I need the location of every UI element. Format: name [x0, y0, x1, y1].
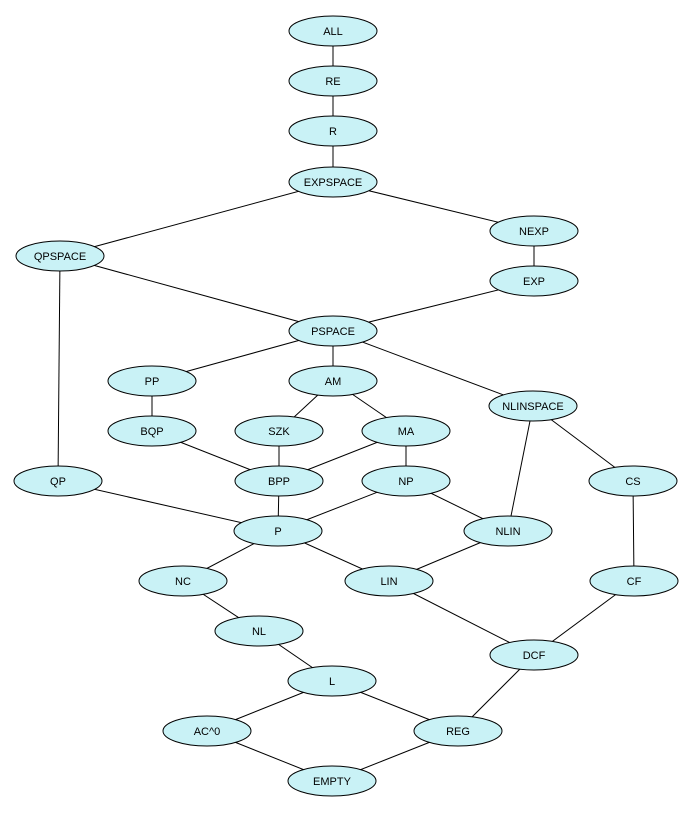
node-ellipse-empty — [287, 765, 377, 797]
node-ellipse-nlinspace — [488, 390, 578, 422]
node-label-lin: LIN — [380, 576, 397, 588]
node-ellipse-re — [288, 65, 378, 97]
node-label-pp: PP — [145, 376, 160, 388]
node-ellipse-cf — [589, 565, 679, 597]
node-ellipse-qpspace — [15, 240, 105, 272]
node-label-qp: QP — [50, 476, 66, 488]
node-label-expspace: EXPSPACE — [304, 177, 363, 189]
node-cs: CS — [588, 465, 678, 497]
node-ellipse-pp — [107, 365, 197, 397]
node-ellipse-bpp — [234, 465, 324, 497]
node-ellipse-cs — [588, 465, 678, 497]
edge-nlinspace-nlin — [507, 405, 534, 532]
node-label-nlin: NLIN — [495, 526, 520, 538]
node-re: RE — [288, 65, 378, 97]
node-label-bpp: BPP — [268, 476, 290, 488]
edge-pspace-nlinspace — [332, 330, 534, 407]
node-ellipse-l — [287, 665, 377, 697]
node-label-re: RE — [325, 76, 340, 88]
node-label-r: R — [329, 126, 337, 138]
node-qpspace: QPSPACE — [15, 240, 105, 272]
node-label-p: P — [274, 526, 281, 538]
node-ellipse-reg — [413, 715, 503, 747]
node-label-all: ALL — [323, 26, 343, 38]
node-label-cs: CS — [625, 476, 640, 488]
node-label-l: L — [329, 676, 335, 688]
node-p: P — [233, 515, 323, 547]
node-label-exp: EXP — [523, 276, 545, 288]
node-label-nexp: NEXP — [519, 226, 549, 238]
node-label-np: NP — [398, 476, 413, 488]
node-label-bqp: BQP — [140, 426, 163, 438]
node-bqp: BQP — [107, 415, 197, 447]
node-label-szk: SZK — [268, 426, 290, 438]
node-szk: SZK — [234, 415, 324, 447]
edge-qpspace-pspace — [59, 255, 334, 332]
node-ellipse-nlin — [463, 515, 553, 547]
node-np: NP — [361, 465, 451, 497]
node-ellipse-qp — [13, 465, 103, 497]
node-ellipse-lin — [344, 565, 434, 597]
node-ellipse-all — [288, 15, 378, 47]
node-label-reg: REG — [446, 726, 470, 738]
node-pspace: PSPACE — [288, 315, 378, 347]
node-ac-0: AC^0 — [162, 715, 252, 747]
node-ellipse-ma — [361, 415, 451, 447]
node-ellipse-ac-0 — [162, 715, 252, 747]
node-am: AM — [288, 365, 378, 397]
node-label-qpspace: QPSPACE — [34, 251, 86, 263]
node-exp: EXP — [489, 265, 579, 297]
node-cf: CF — [589, 565, 679, 597]
node-lin: LIN — [344, 565, 434, 597]
node-dcf: DCF — [489, 639, 579, 671]
node-label-dcf: DCF — [523, 650, 546, 662]
node-ellipse-expspace — [288, 166, 378, 198]
edge-qpspace-qp — [57, 255, 61, 482]
node-ellipse-p — [233, 515, 323, 547]
node-pp: PP — [107, 365, 197, 397]
node-reg: REG — [413, 715, 503, 747]
node-r: R — [288, 115, 378, 147]
node-label-pspace: PSPACE — [311, 326, 355, 338]
node-label-empty: EMPTY — [313, 776, 352, 788]
node-qp: QP — [13, 465, 103, 497]
node-ma: MA — [361, 415, 451, 447]
node-nl: NL — [214, 615, 304, 647]
node-ellipse-nexp — [489, 215, 579, 247]
node-ellipse-exp — [489, 265, 579, 297]
node-nc: NC — [138, 565, 228, 597]
node-bpp: BPP — [234, 465, 324, 497]
node-ellipse-szk — [234, 415, 324, 447]
node-all: ALL — [288, 15, 378, 47]
node-l: L — [287, 665, 377, 697]
node-empty: EMPTY — [287, 765, 377, 797]
node-label-ac-0: AC^0 — [194, 726, 221, 738]
node-label-nlinspace: NLINSPACE — [502, 401, 564, 413]
node-label-cf: CF — [627, 576, 642, 588]
node-ellipse-dcf — [489, 639, 579, 671]
node-label-ma: MA — [398, 426, 415, 438]
node-expspace: EXPSPACE — [288, 166, 378, 198]
edge-expspace-qpspace — [59, 181, 334, 257]
edge-cs-cf — [632, 480, 635, 582]
node-nexp: NEXP — [489, 215, 579, 247]
node-ellipse-nc — [138, 565, 228, 597]
node-ellipse-am — [288, 365, 378, 397]
node-ellipse-np — [361, 465, 451, 497]
node-ellipse-r — [288, 115, 378, 147]
node-label-am: AM — [325, 376, 342, 388]
node-nlinspace: NLINSPACE — [488, 390, 578, 422]
node-nlin: NLIN — [463, 515, 553, 547]
node-label-nl: NL — [252, 626, 266, 638]
node-label-nc: NC — [175, 576, 191, 588]
node-ellipse-pspace — [288, 315, 378, 347]
node-ellipse-bqp — [107, 415, 197, 447]
node-ellipse-nl — [214, 615, 304, 647]
